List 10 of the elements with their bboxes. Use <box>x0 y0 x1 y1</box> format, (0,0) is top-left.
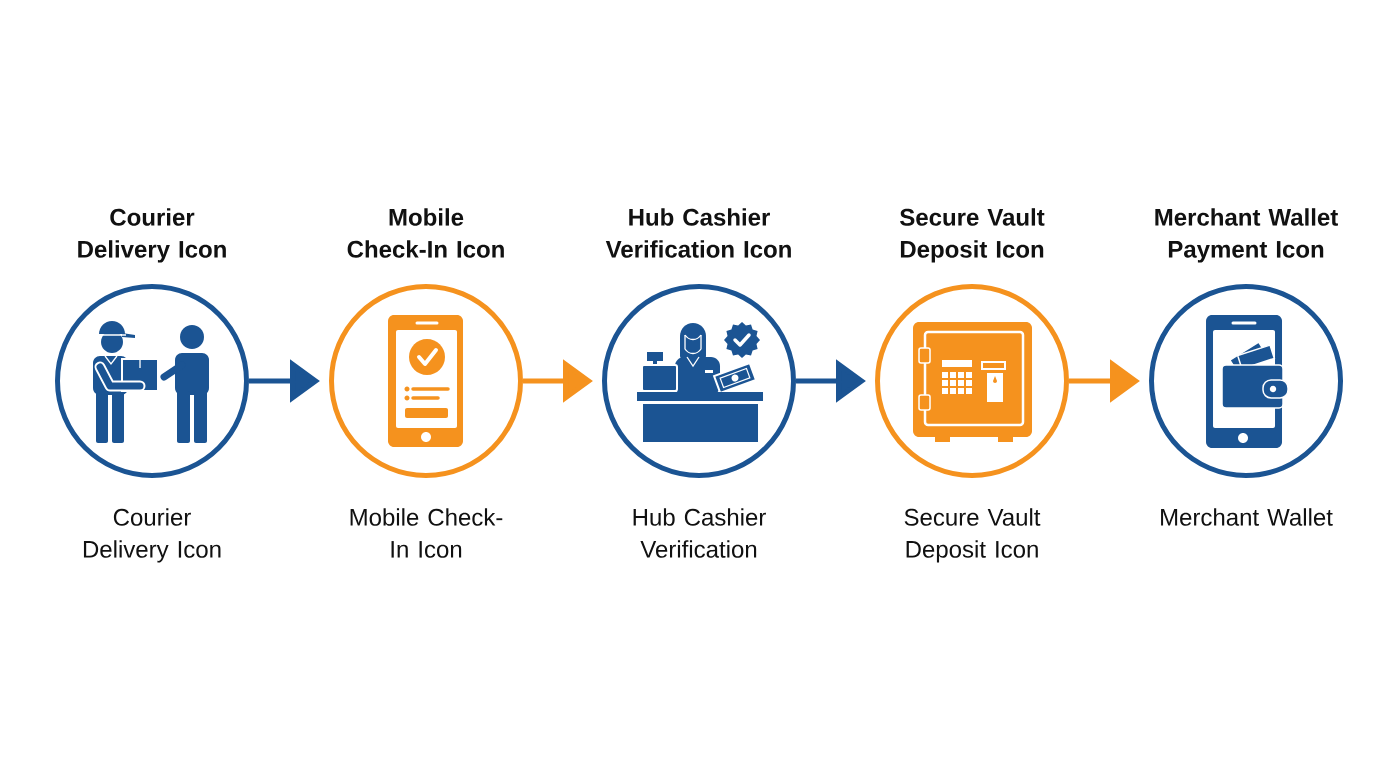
step-title: Hub Cashier Verification Icon <box>605 208 791 258</box>
step-title: Courier Delivery Icon <box>78 208 226 263</box>
step-caption: Hub Cashier Verification <box>633 508 766 558</box>
step-caption: Merchant Wallet <box>1161 508 1333 526</box>
step-title: Merchant Wallet Payment Icon <box>1155 208 1338 263</box>
step-title: Secure Vault Deposit Icon <box>900 208 1045 263</box>
step-caption: Courier Delivery Icon <box>83 508 221 563</box>
step-title: Mobile Check-In Icon <box>347 208 504 258</box>
step-caption: Mobile Check-In Icon <box>350 508 503 558</box>
step-caption: Secure Vault Deposit Icon <box>904 508 1041 563</box>
